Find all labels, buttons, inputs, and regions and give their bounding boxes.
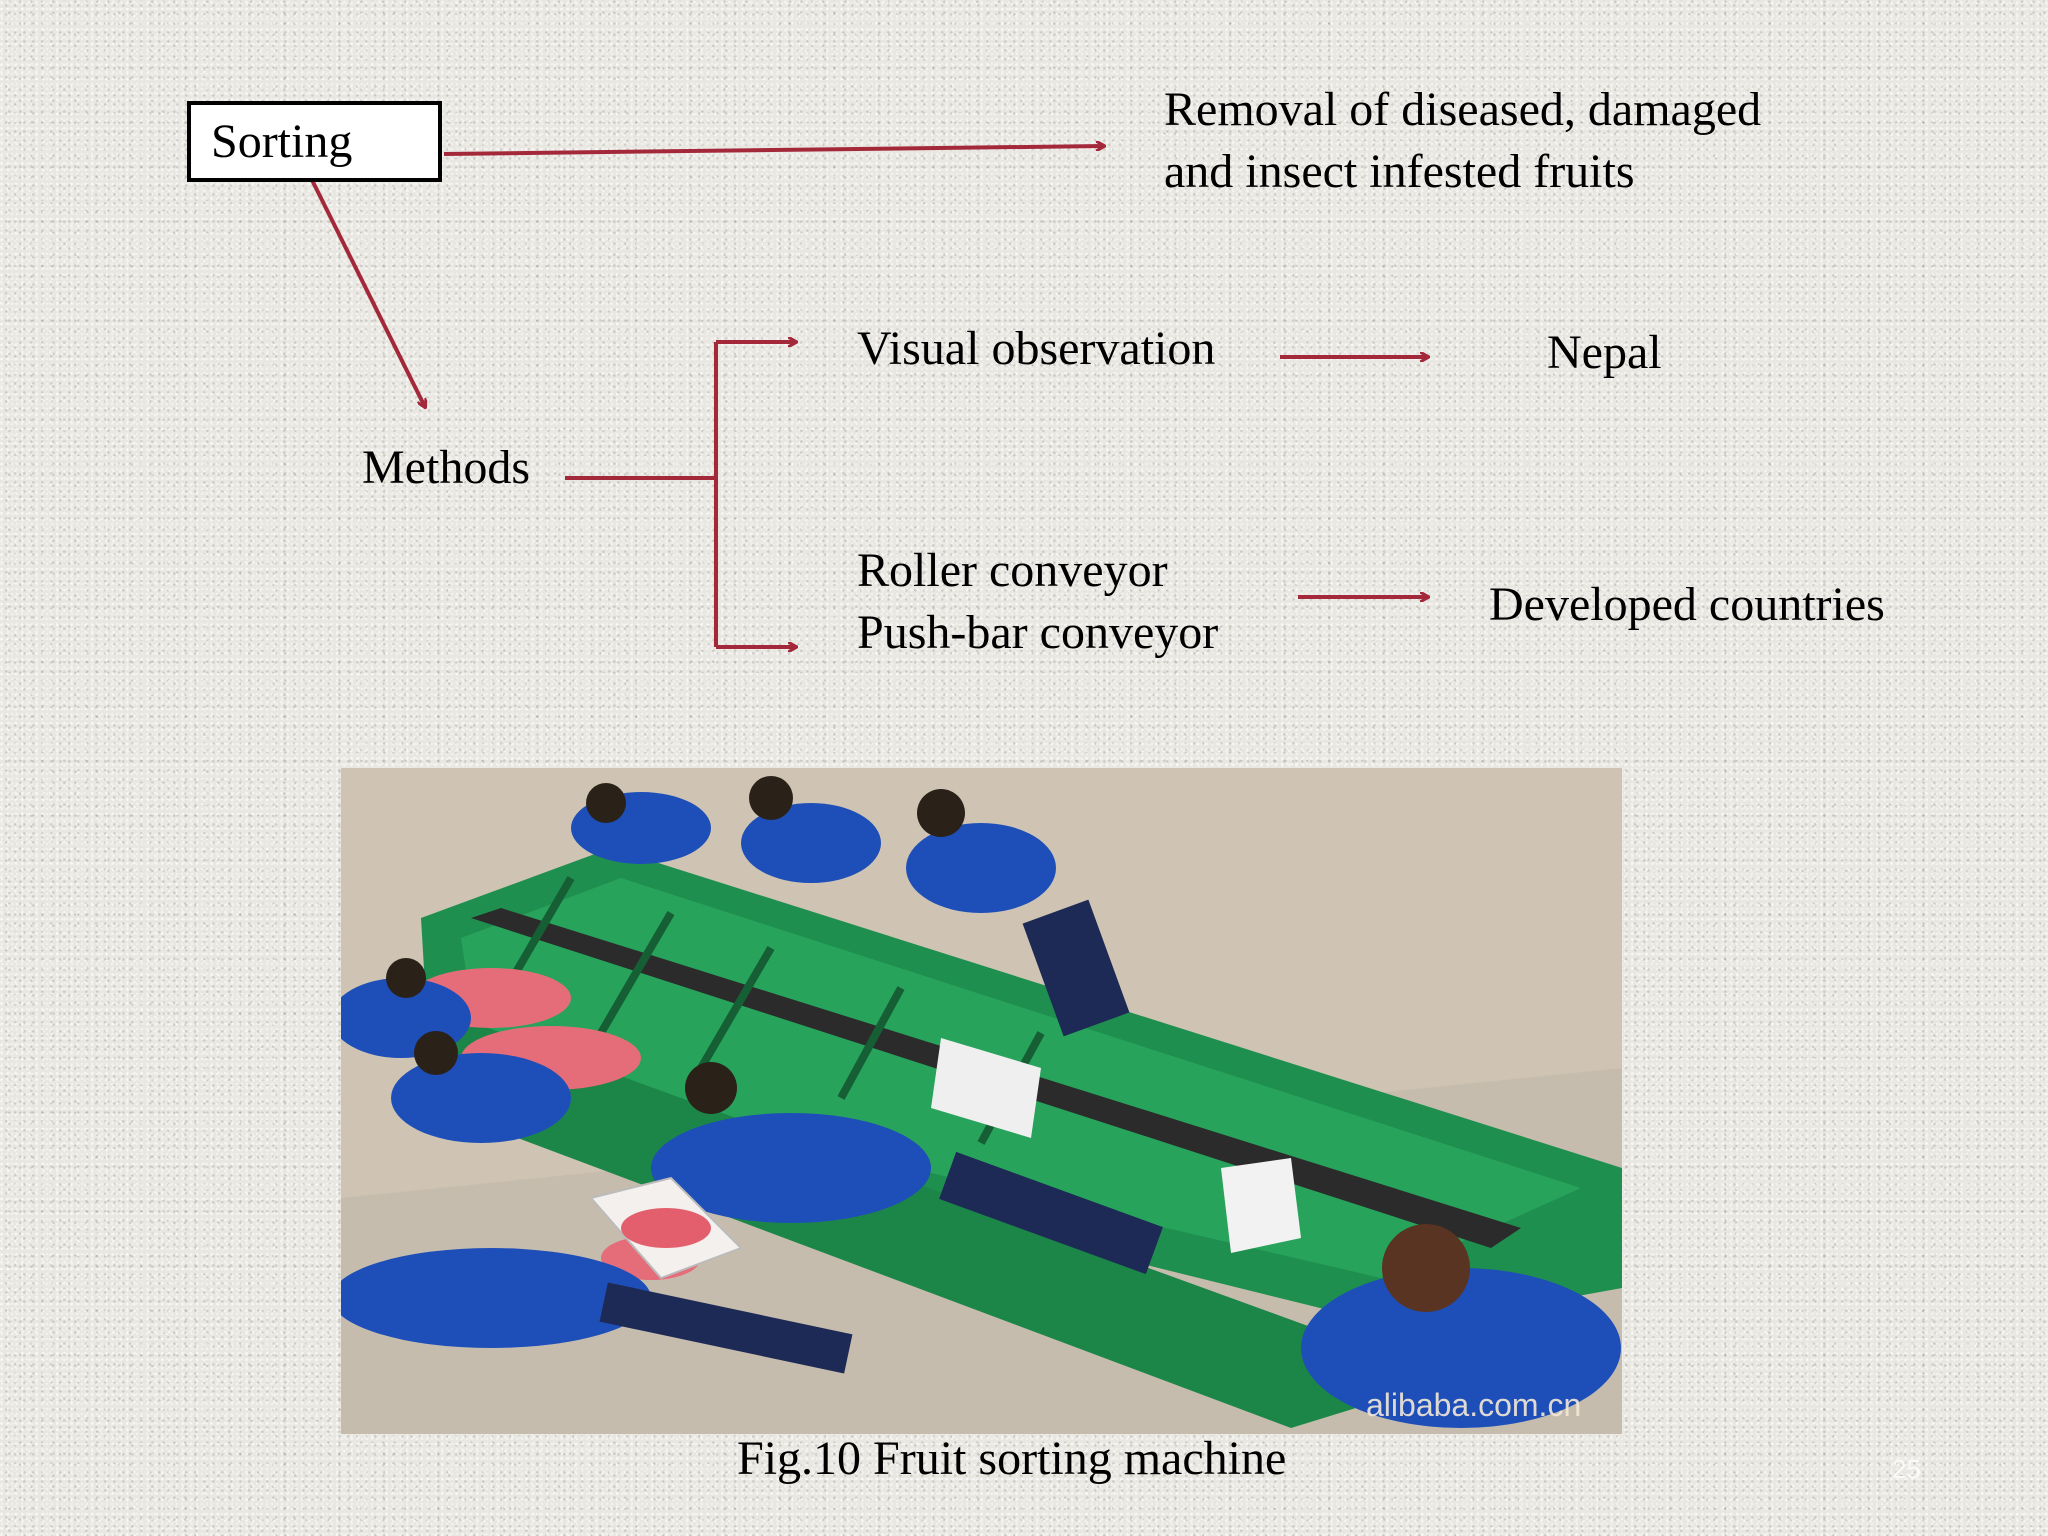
photo-illustration: alibaba.com.cn <box>341 768 1622 1434</box>
arrow-sorting-to-removal <box>443 146 1104 156</box>
figure-caption: Fig.10 Fruit sorting machine <box>737 1432 1287 1485</box>
push-bar-conveyor-label: Push-bar conveyor <box>857 606 1219 659</box>
removal-text-line-2: and insect infested fruits <box>1164 145 1635 198</box>
sorting-label: Sorting <box>211 115 353 168</box>
removal-text-line-1: Removal of diseased, damaged <box>1164 83 1762 136</box>
nepal-label: Nepal <box>1547 326 1662 379</box>
methods-label: Methods <box>362 441 530 494</box>
roller-conveyor-label: Roller conveyor <box>857 544 1168 597</box>
arrow-sorting-to-methods <box>308 175 425 407</box>
photo-watermark: alibaba.com.cn <box>1366 1387 1581 1423</box>
developed-countries-label: Developed countries <box>1489 578 1885 631</box>
sorting-box: Sorting <box>187 101 442 182</box>
fruit-sorting-machine-photo: alibaba.com.cn <box>341 768 1622 1434</box>
page-number: 25 <box>1892 1454 1921 1484</box>
visual-observation-label: Visual observation <box>857 322 1216 375</box>
